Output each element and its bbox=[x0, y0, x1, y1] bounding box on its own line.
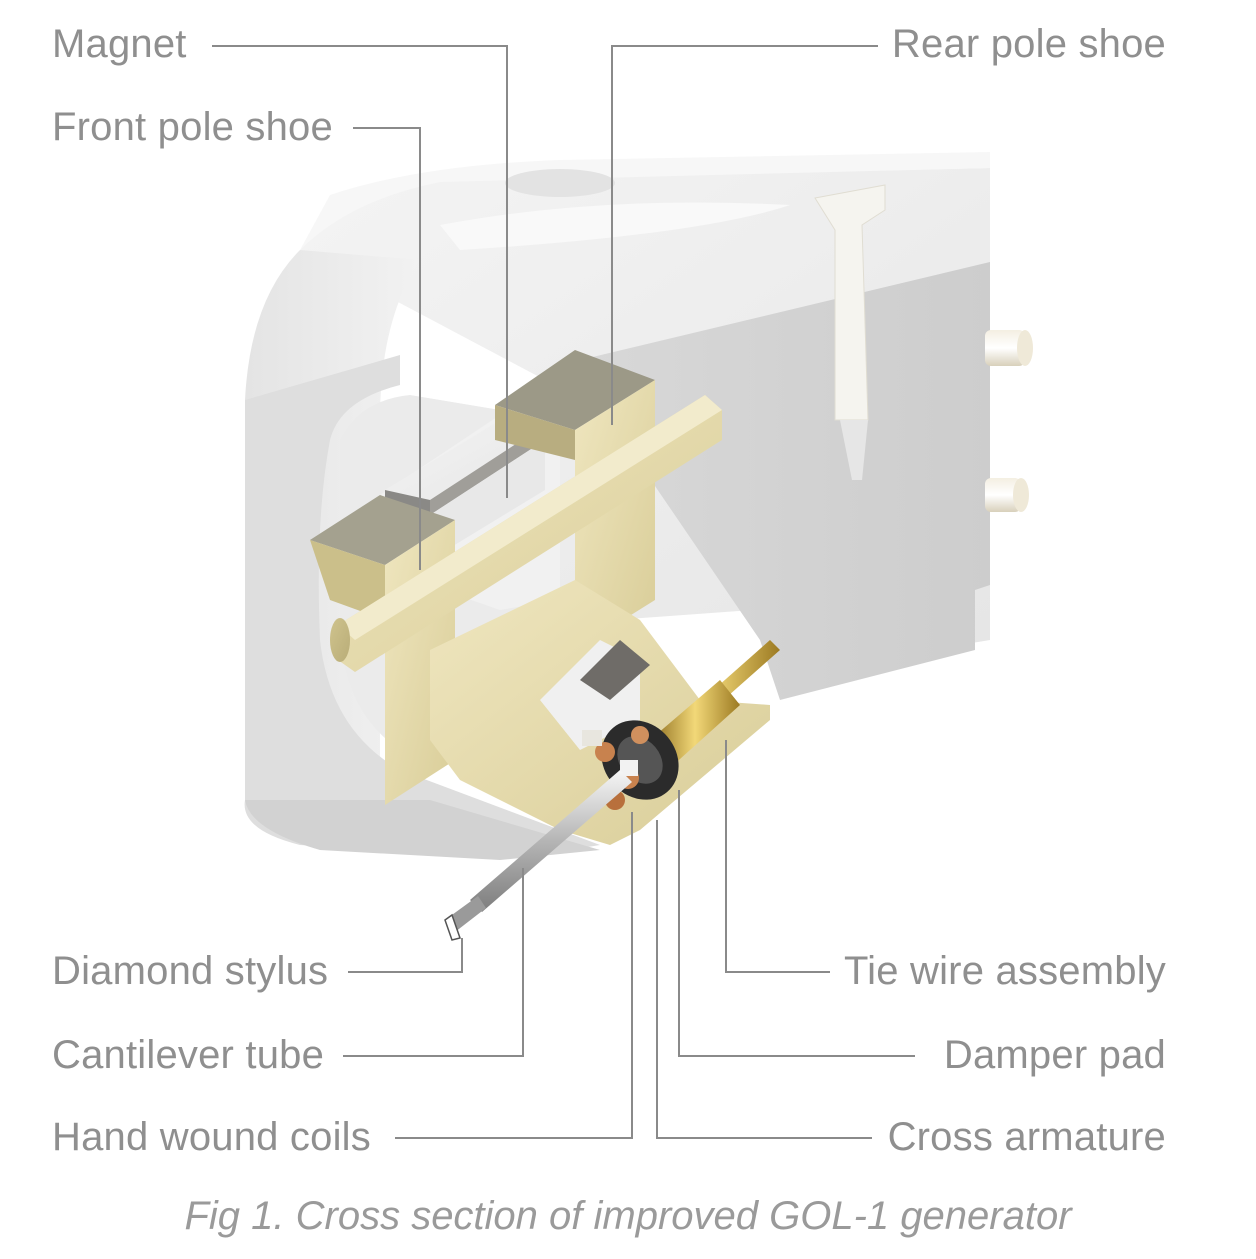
leader-diamond-stylus bbox=[348, 938, 463, 973]
label-cantilever-tube: Cantilever tube bbox=[52, 1033, 325, 1077]
label-hand-wound-coils: Hand wound coils bbox=[52, 1115, 371, 1159]
leader-front-pole-shoe bbox=[353, 127, 421, 570]
label-magnet: Magnet bbox=[52, 22, 187, 66]
cartridge-body bbox=[244, 152, 1033, 860]
label-tie-wire-assembly: Tie wire assembly bbox=[844, 949, 1166, 993]
leader-magnet bbox=[212, 45, 508, 498]
magnet-assembly bbox=[310, 350, 770, 845]
label-diamond-stylus: Diamond stylus bbox=[52, 949, 329, 993]
leader-hand-wound-coils bbox=[395, 812, 633, 1139]
label-cross-armature: Cross armature bbox=[887, 1115, 1166, 1159]
leader-cantilever-tube bbox=[343, 868, 524, 1057]
label-damper-pad: Damper pad bbox=[943, 1033, 1166, 1077]
leader-rear-pole-shoe bbox=[611, 45, 878, 425]
label-rear-pole-shoe: Rear pole shoe bbox=[891, 22, 1166, 66]
leader-damper-pad bbox=[678, 790, 915, 1057]
generator-assembly bbox=[444, 640, 780, 941]
leader-cross-armature bbox=[656, 820, 872, 1139]
leader-tie-wire-assembly bbox=[725, 740, 830, 973]
leader-lines bbox=[212, 45, 915, 1139]
label-front-pole-shoe: Front pole shoe bbox=[52, 105, 333, 149]
figure-caption: Fig 1. Cross section of improved GOL-1 g… bbox=[184, 1194, 1072, 1238]
